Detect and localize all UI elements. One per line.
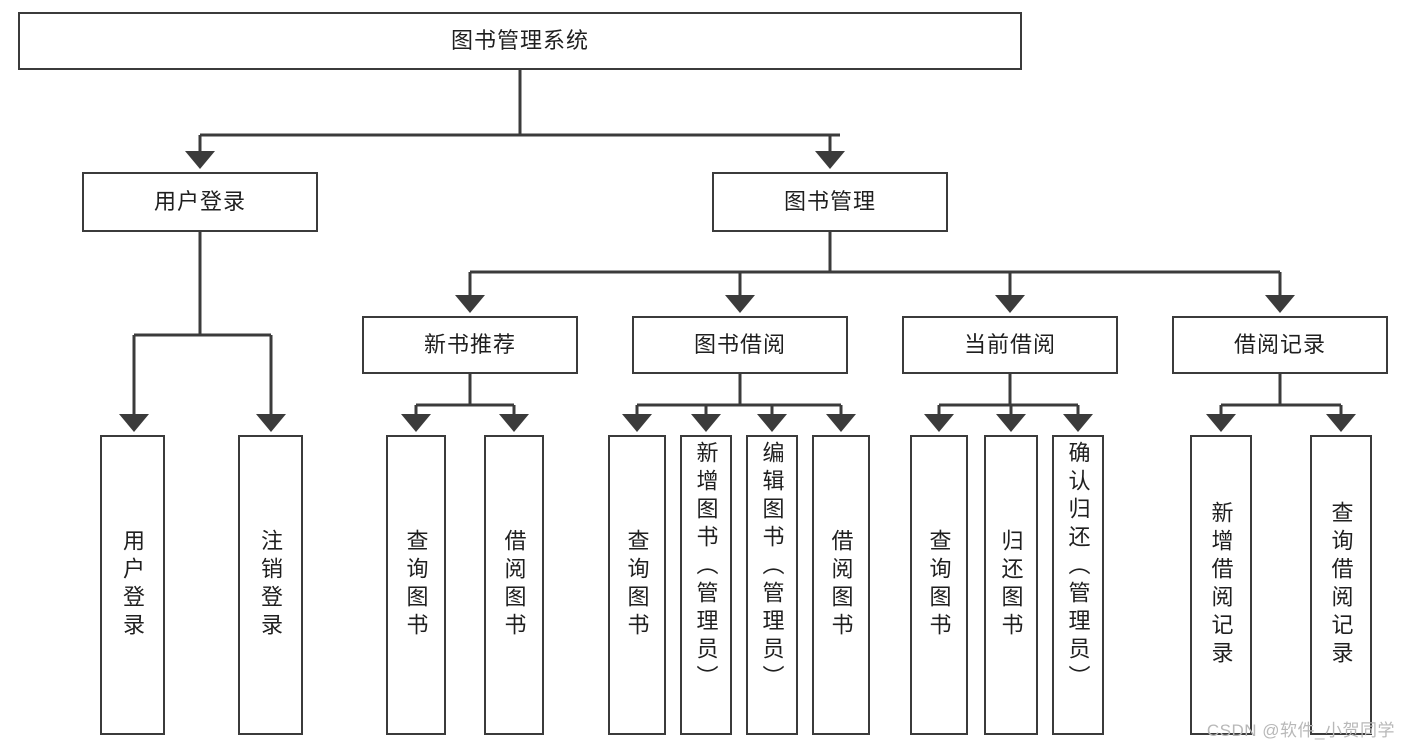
node-user-login[interactable]: 用户登录 (82, 172, 318, 232)
leaf-inner: 查询图书 (610, 437, 664, 733)
leaf-inner: 查询图书 (912, 437, 966, 733)
leaf-add-borrow-record-label: 新增借阅记录 (1208, 501, 1234, 669)
node-root[interactable]: 图书管理系统 (18, 12, 1022, 70)
leaf-query-borrow-record[interactable]: 查询借阅记录 (1310, 435, 1372, 735)
leaf-inner: 查询借阅记录 (1312, 437, 1370, 733)
leaf-add-book[interactable]: 新增图书（管理员） (680, 435, 732, 735)
leaf-add-borrow-record[interactable]: 新增借阅记录 (1190, 435, 1252, 735)
leaf-query-book-cur[interactable]: 查询图书 (910, 435, 968, 735)
node-new-book-rec-label: 新书推荐 (423, 332, 516, 357)
leaf-query-book-cur-label: 查询图书 (926, 529, 952, 641)
node-book-manage[interactable]: 图书管理 (712, 172, 948, 232)
leaf-confirm-return-label: 确认归还（管理员） (1065, 441, 1091, 693)
leaf-query-book-borrow-label: 查询图书 (624, 529, 650, 641)
leaf-query-book-rec[interactable]: 查询图书 (386, 435, 446, 735)
leaf-user-login-label: 用户登录 (120, 529, 146, 641)
leaf-query-book-rec-label: 查询图书 (403, 529, 429, 641)
node-book-borrow-label: 图书借阅 (693, 332, 786, 357)
leaf-confirm-return[interactable]: 确认归还（管理员） (1052, 435, 1104, 735)
node-book-manage-label: 图书管理 (783, 189, 876, 214)
node-current-borrow[interactable]: 当前借阅 (902, 316, 1118, 374)
leaf-borrow-book-rec[interactable]: 借阅图书 (484, 435, 544, 735)
node-user-login-label: 用户登录 (153, 189, 246, 214)
node-book-borrow[interactable]: 图书借阅 (632, 316, 848, 374)
leaf-inner: 新增借阅记录 (1192, 437, 1250, 733)
node-borrow-record-label: 借阅记录 (1233, 332, 1326, 357)
leaf-inner: 新增图书（管理员） (682, 437, 730, 733)
node-current-borrow-label: 当前借阅 (963, 332, 1056, 357)
leaf-user-logout-label: 注销登录 (258, 529, 284, 641)
leaf-inner: 借阅图书 (486, 437, 542, 733)
leaf-inner: 编辑图书（管理员） (748, 437, 796, 733)
leaf-user-login[interactable]: 用户登录 (100, 435, 165, 735)
node-borrow-record[interactable]: 借阅记录 (1172, 316, 1388, 374)
node-root-label: 图书管理系统 (450, 28, 589, 53)
node-new-book-rec[interactable]: 新书推荐 (362, 316, 578, 374)
leaf-edit-book-label: 编辑图书（管理员） (759, 441, 785, 693)
leaf-inner: 确认归还（管理员） (1054, 437, 1102, 733)
leaf-query-book-borrow[interactable]: 查询图书 (608, 435, 666, 735)
leaf-borrow-book-label: 借阅图书 (828, 529, 854, 641)
leaf-borrow-book-rec-label: 借阅图书 (501, 529, 527, 641)
leaf-edit-book[interactable]: 编辑图书（管理员） (746, 435, 798, 735)
leaf-query-borrow-record-label: 查询借阅记录 (1328, 501, 1354, 669)
leaf-inner: 查询图书 (388, 437, 444, 733)
leaf-user-logout[interactable]: 注销登录 (238, 435, 303, 735)
leaf-add-book-label: 新增图书（管理员） (693, 441, 719, 693)
leaf-return-book-label: 归还图书 (998, 529, 1024, 641)
leaf-inner: 用户登录 (102, 437, 163, 733)
leaf-borrow-book[interactable]: 借阅图书 (812, 435, 870, 735)
leaf-return-book[interactable]: 归还图书 (984, 435, 1038, 735)
leaf-inner: 注销登录 (240, 437, 301, 733)
leaf-inner: 归还图书 (986, 437, 1036, 733)
leaf-inner: 借阅图书 (814, 437, 868, 733)
